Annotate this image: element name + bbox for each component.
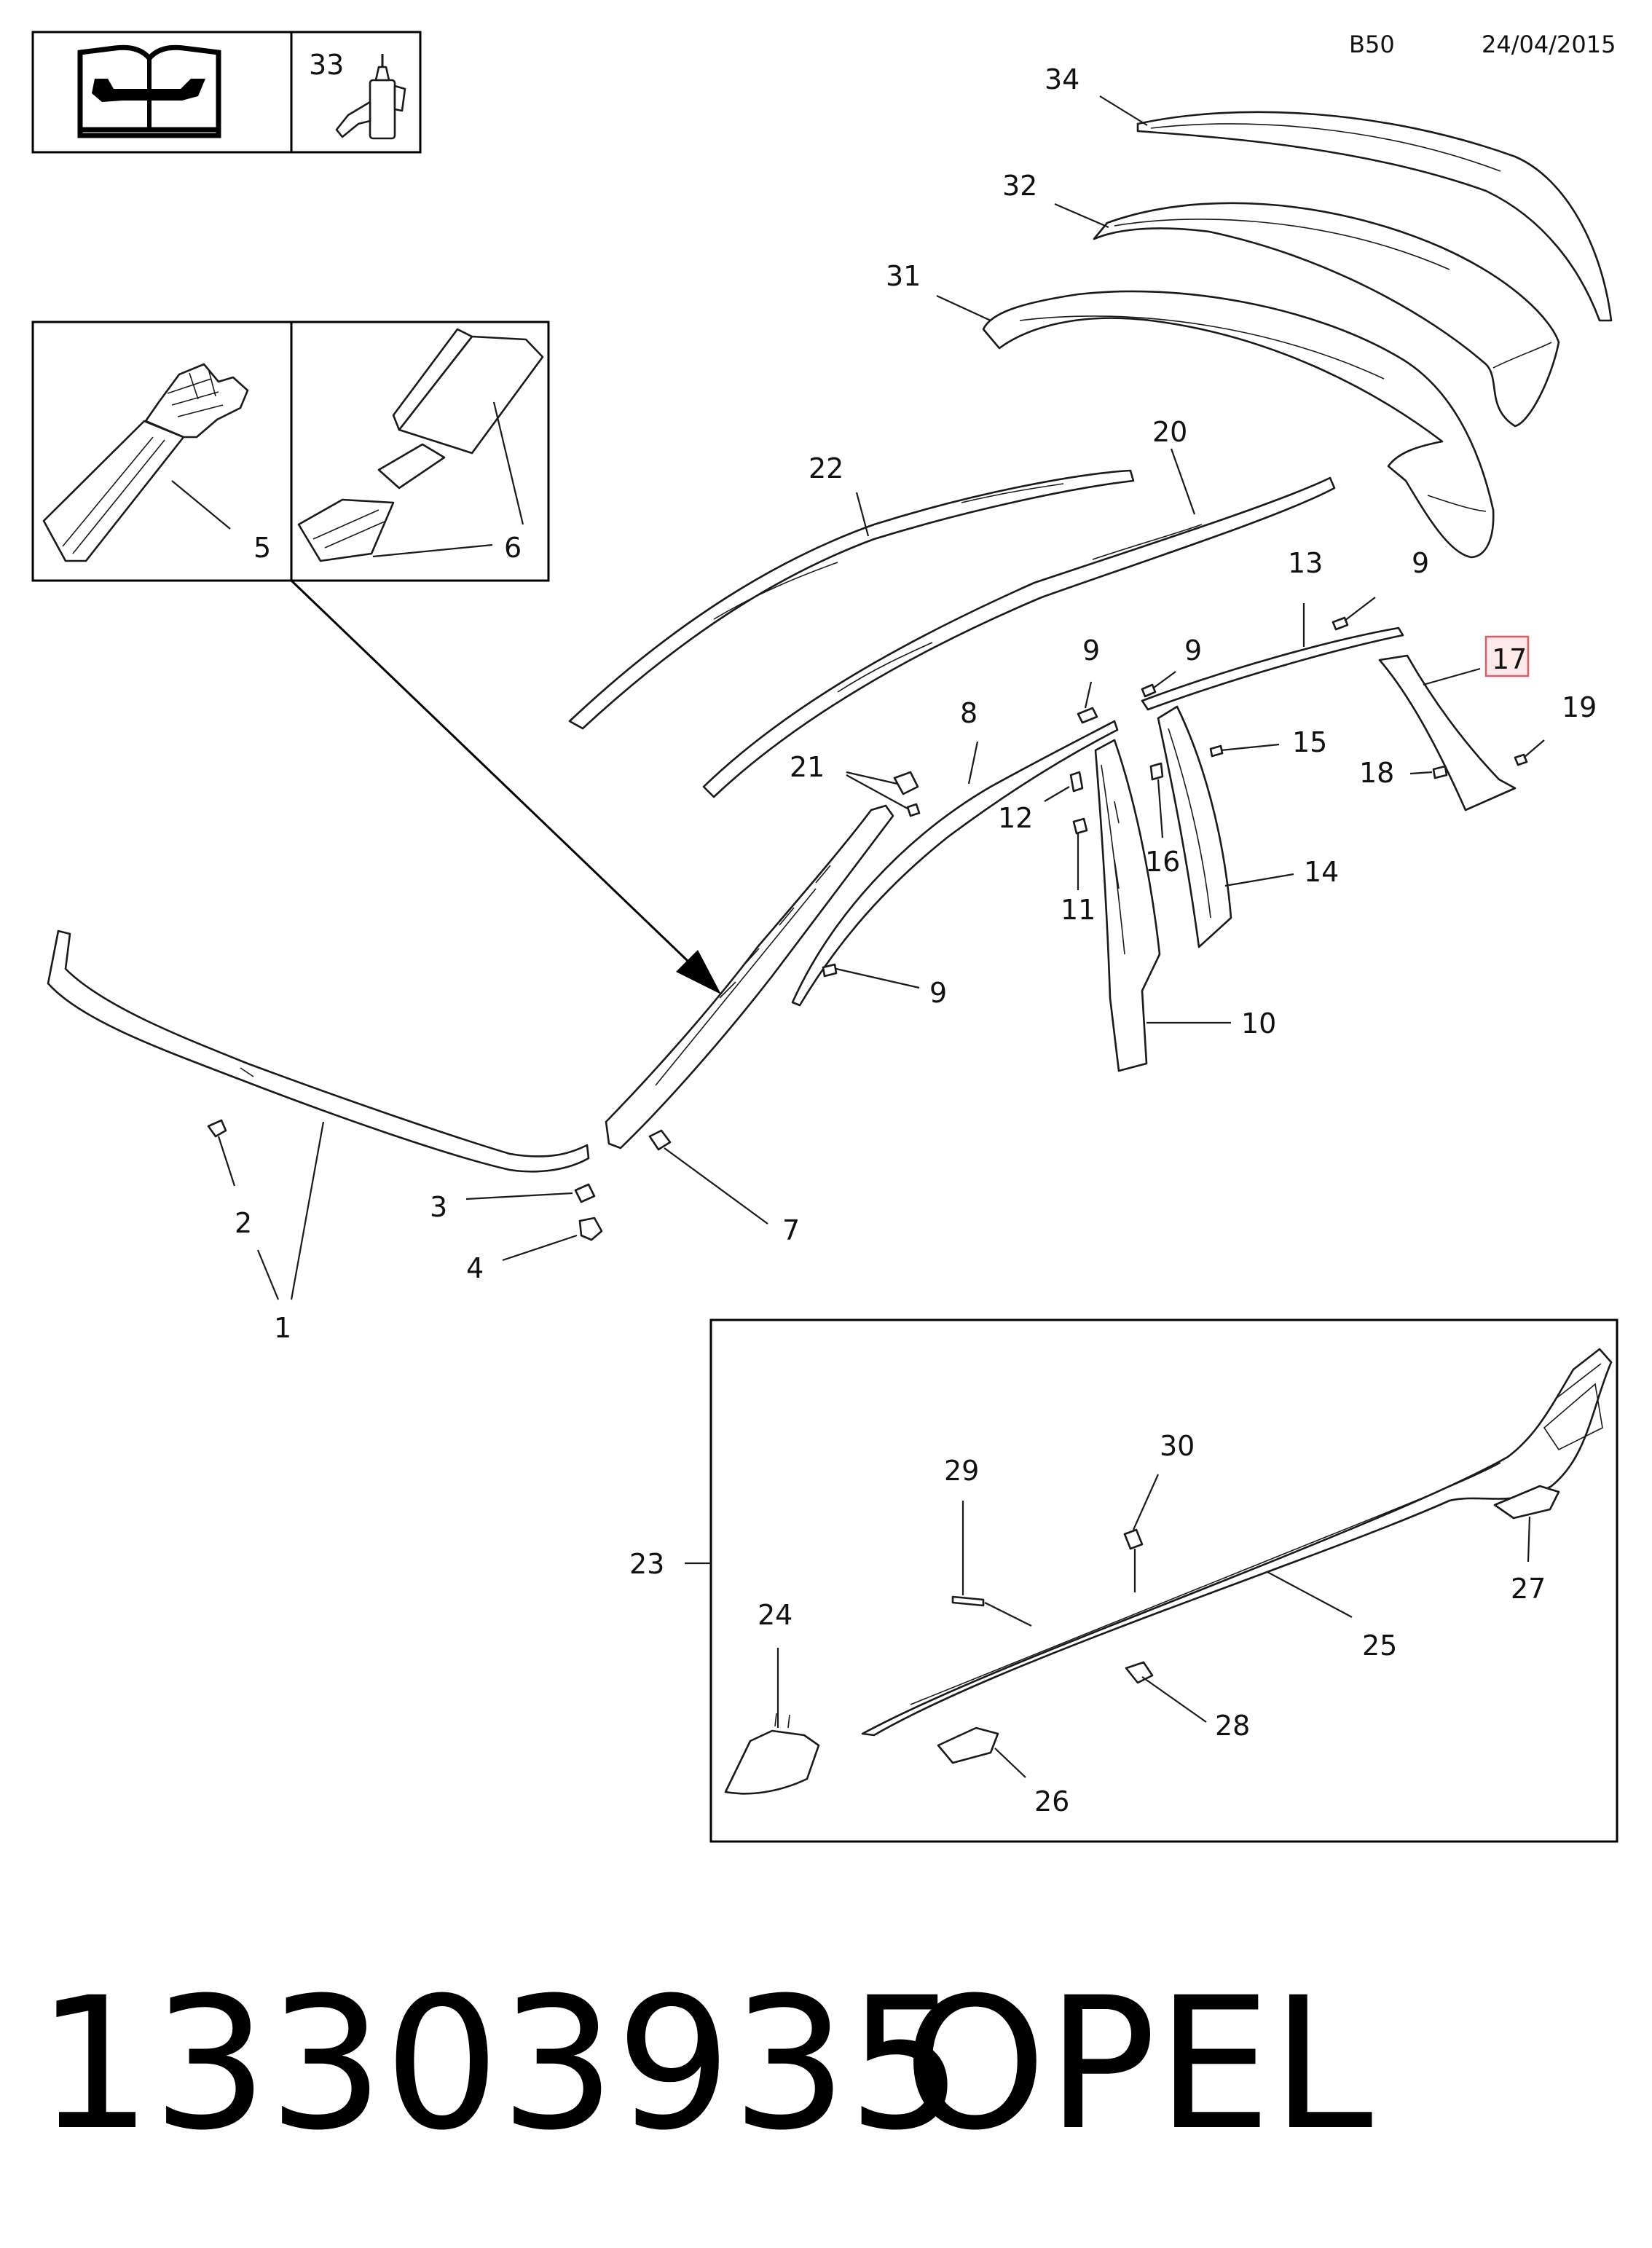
clip-2 [207, 1119, 227, 1138]
clip-9-lower [822, 963, 838, 978]
clip-9-upper-a [1077, 707, 1098, 724]
quarter-trim-17 [1378, 654, 1517, 811]
clip-3 [574, 1183, 596, 1203]
brand-name: OPEL [903, 1958, 1373, 2170]
callout-4: 4 [466, 1252, 484, 1284]
screw-11 [1072, 817, 1088, 835]
cap-detail-drawing [297, 328, 544, 562]
nut-4 [578, 1217, 603, 1241]
callout-17-highlight [1484, 635, 1530, 677]
end-cap-24 [724, 1713, 820, 1795]
clip-detail-drawing [42, 363, 249, 562]
callout-16: 16 [1145, 846, 1180, 878]
callout-23: 23 [629, 1548, 664, 1580]
part-number: 13303935 [36, 1958, 963, 2170]
screw-18 [1432, 765, 1448, 779]
callout-9-upper-b: 9 [1184, 634, 1202, 667]
callout-13: 13 [1288, 547, 1323, 579]
window-molding-13 [1141, 626, 1404, 711]
diagram-date: 24/04/2015 [1482, 31, 1616, 58]
detail-arrow [290, 579, 721, 994]
callout-14: 14 [1304, 856, 1339, 888]
rivet-29 [951, 1595, 985, 1607]
clip-27 [1493, 1485, 1560, 1520]
callout-9-upper-a: 9 [1082, 634, 1100, 667]
callout-3: 3 [430, 1191, 447, 1223]
callout-34: 34 [1045, 63, 1079, 95]
callout-15: 15 [1292, 726, 1327, 758]
callout-19: 19 [1562, 691, 1597, 723]
clip-9-upper-b [1141, 683, 1157, 698]
callout-28: 28 [1215, 1710, 1250, 1742]
screw-15 [1209, 744, 1224, 758]
clip-30 [1123, 1528, 1144, 1550]
callout-17: 17 [1492, 643, 1527, 675]
callout-6: 6 [504, 532, 522, 564]
callout-1: 1 [274, 1312, 291, 1344]
callout-29: 29 [944, 1455, 979, 1487]
sill-inset: 23 25 24 26 27 28 [629, 1318, 1618, 1843]
callout-25: 25 [1362, 1630, 1397, 1662]
callout-12: 12 [998, 802, 1033, 834]
callout-24: 24 [758, 1599, 792, 1631]
callout-7: 7 [782, 1214, 800, 1246]
a-pillar-molding [605, 804, 894, 1149]
spoiler-32 [1093, 202, 1560, 428]
screw-16 [1149, 762, 1164, 781]
door-trim-14 [1157, 705, 1232, 948]
spoiler-34 [1136, 111, 1613, 322]
callout-27: 27 [1511, 1573, 1546, 1605]
callout-10: 10 [1241, 1007, 1276, 1039]
callout-21: 21 [790, 751, 825, 783]
roof-rail-20 [702, 476, 1336, 798]
clip-7 [648, 1129, 672, 1151]
screw-12 [1069, 771, 1084, 793]
callout-32: 32 [1002, 170, 1037, 202]
callout-20: 20 [1152, 416, 1187, 448]
callout-5: 5 [253, 532, 271, 564]
rocker-panel-25 [861, 1348, 1613, 1737]
adhesive-callout: 33 [309, 49, 344, 81]
clip-26 [937, 1726, 999, 1764]
spoiler-31 [982, 290, 1495, 559]
adhesive-bottle-icon [335, 54, 406, 140]
callout-9-upper-c: 9 [1412, 547, 1429, 579]
windshield-molding-1 [47, 930, 590, 1173]
callout-26: 26 [1034, 1785, 1069, 1817]
callout-11: 11 [1061, 894, 1096, 926]
diagram-code: B50 [1349, 31, 1395, 58]
detail-inset: 5 6 [31, 321, 550, 582]
clip-9-upper-c [1332, 616, 1349, 631]
callout-2: 2 [235, 1207, 252, 1239]
drip-molding-8 [791, 720, 1119, 1007]
clip-21 [893, 771, 921, 817]
roof-rail-22 [568, 469, 1135, 730]
b-pillar-10 [1094, 739, 1161, 1072]
callout-30: 30 [1160, 1430, 1195, 1462]
callout-9-lower: 9 [929, 977, 947, 1009]
callout-18: 18 [1359, 757, 1394, 789]
clip-28 [1125, 1661, 1154, 1684]
legend-box: 33 [31, 31, 422, 154]
callout-8: 8 [960, 697, 978, 729]
repair-manual-icon [77, 44, 221, 138]
callout-31: 31 [886, 260, 921, 292]
callout-22: 22 [809, 452, 843, 484]
